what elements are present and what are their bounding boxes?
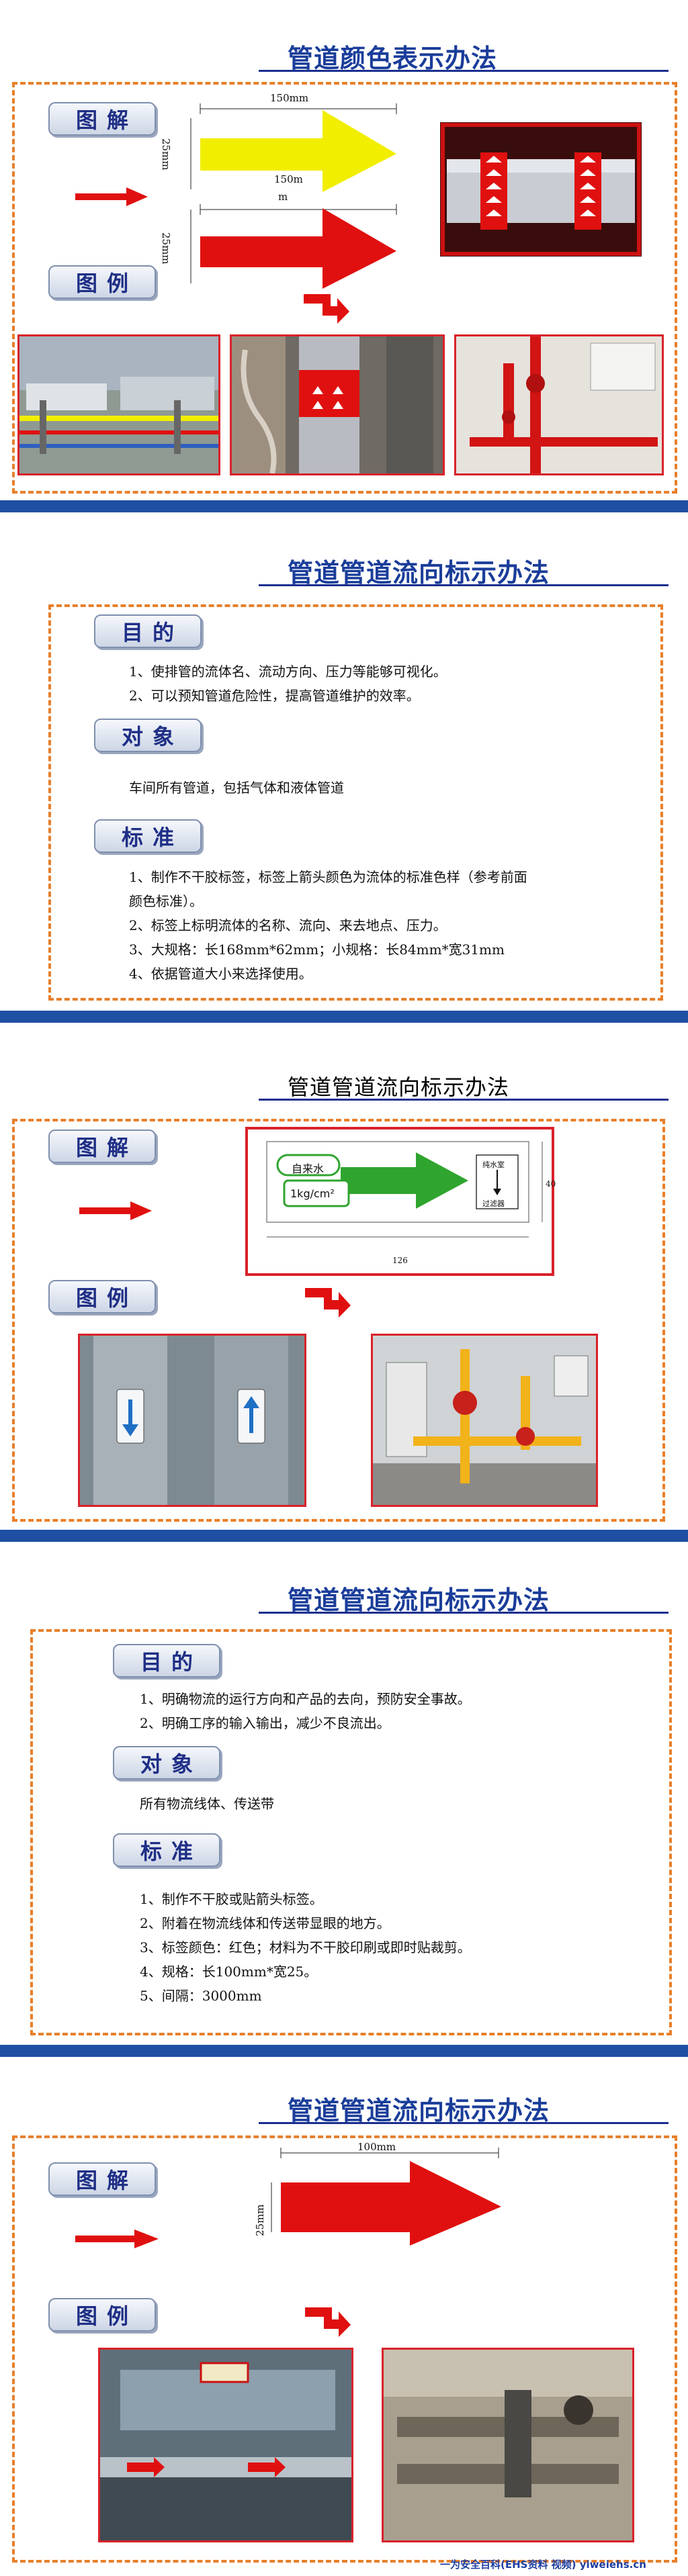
content-frame [12,2135,677,2563]
dim-width-red-sub: m [278,191,288,203]
slide-title: 管道颜色表示办法 [288,44,498,73]
standard-item: 1、制作不干胶标签，标签上箭头颜色为流体的标准色样（参考前面 [129,869,527,885]
photo-production-line [98,2348,353,2542]
badge-purpose: 目的 [113,1644,220,1677]
label-pressure: 1kg/cm² [290,1187,335,1200]
dim-height: 40 [546,1179,556,1189]
flow-label-diagram [245,1127,554,1276]
badge-example: 图例 [48,265,156,299]
photo-conveyor-scene [384,2350,632,2540]
slide-flow-diagram-1: 管道管道流向标示办法 图解 图例 自来水 1kg/cm² 纯水室 过滤器 126… [0,1027,688,1530]
badge-standard: 标准 [94,819,202,853]
slide-separator [0,1530,688,1542]
photo-valve-station [371,1334,598,1507]
standard-item: 2、标签上标明流体的名称、流向、来去地点、压力。 [129,917,447,933]
photo-fire-pipe-scene [456,336,662,473]
photo-production-line-scene [100,2350,351,2540]
dim-height-yellow: 25mm [160,138,172,171]
title-underline [259,70,669,72]
badge-example: 图例 [48,1280,156,1314]
badge-standard: 标准 [113,1833,220,1867]
title-underline [259,1612,669,1614]
standard-list: 1、制作不干胶标签，标签上箭头颜色为流体的标准色样（参考前面 颜色标准）。 2、… [129,865,527,986]
red-arrow-diagram [190,204,397,289]
purpose-item: 2、可以预知管道危险性，提高管道维护的效率。 [129,688,420,704]
standard-item: 颜色标准）。 [129,893,203,909]
badge-diagram: 图解 [48,2162,156,2196]
photo-pipe-sticker [230,334,445,475]
photo-outdoor-pipes [17,334,220,475]
purpose-item: 2、明确工序的输入输出，减少不良流出。 [140,1715,390,1731]
slide-separator [0,500,688,512]
bend-arrow-icon [305,2307,351,2337]
standard-item: 4、依据管道大小来选择使用。 [129,966,312,982]
badge-purpose: 目的 [94,614,202,648]
badge-object: 对象 [113,1746,220,1780]
bend-arrow-icon [305,1288,351,1318]
label-dest-top: 纯水室 [482,1160,505,1169]
dim-width: 100mm [357,2141,396,2153]
standard-item: 3、标签颜色：红色；材料为不干胶印刷或即时贴裁剪。 [140,1939,471,1956]
photo-valve-scene [373,1336,596,1505]
badge-diagram: 图解 [48,1130,156,1163]
content-frame [48,604,663,1001]
purpose-item: 1、明确物流的运行方向和产品的去向，预防安全事故。 [140,1691,471,1707]
photo-outdoor-scene [19,336,218,473]
slide-pipe-color: 管道颜色表示办法 图解 图例 150mm 25mm 150m m 25mm [0,0,688,507]
pipe-label-photo [440,122,642,257]
footer-watermark: 一为安全百科(EHS资料 视频) yiweiehs.cn [440,2559,646,2571]
dim-height-red: 25mm [160,232,172,265]
badge-object: 对象 [94,719,202,752]
label-fluid: 自来水 [292,1162,325,1175]
slide-flow-diagram-2: 管道管道流向标示办法 图解 图例 100mm 25mm [0,2062,688,2576]
content-frame [30,1629,672,2035]
standard-list: 1、制作不干胶或贴箭头标签。 2、附着在物流线体和传送带显眼的地方。 3、标签颜… [140,1887,471,2008]
slide-flow-purpose-1: 管道管道流向标示办法 目的 1、使排管的流体名、流动方向、压力等能够可视化。 2… [0,517,688,1011]
standard-item: 2、附着在物流线体和传送带显眼的地方。 [140,1915,390,1931]
label-dest-bottom: 过滤器 [482,1199,505,1208]
slide-flow-purpose-2: 管道管道流向标示办法 目的 1、明确物流的运行方向和产品的去向，预防安全事故。 … [0,1545,688,2038]
slide-separator [0,2045,688,2057]
purpose-item: 1、使排管的流体名、流动方向、压力等能够可视化。 [129,663,447,680]
object-text: 车间所有管道，包括气体和液体管道 [129,780,344,796]
photo-pipe-flow-labels [78,1334,306,1507]
standard-item: 4、规格：长100mm*宽25。 [140,1964,318,1980]
dim-width-yellow: 150mm [270,92,309,104]
badge-example: 图例 [48,2298,156,2332]
slide-title: 管道管道流向标示办法 [288,2096,550,2125]
content-frame [12,82,677,494]
yellow-arrow-diagram [190,103,397,192]
title-underline [259,584,669,586]
dim-width-red: 150m [274,173,303,185]
pointer-arrow-icon [75,2229,159,2248]
standard-item: 3、大规格：长168mm*62mm；小规格：长84mm*宽31mm [129,941,505,958]
photo-pipe-sticker-scene [232,336,443,473]
purpose-list: 1、使排管的流体名、流动方向、压力等能够可视化。 2、可以预知管道危险性，提高管… [129,659,447,708]
red-arrow-diagram [271,2148,501,2246]
dim-width: 126 [392,1256,408,1265]
bend-arrow-icon [304,294,349,324]
slide-title: 管道管道流向标示办法 [288,558,550,588]
photo-conveyor [382,2348,634,2542]
purpose-list: 1、明确物流的运行方向和产品的去向，预防安全事故。 2、明确工序的输入输出，减少… [140,1687,471,1735]
pointer-arrow-icon [79,1201,152,1220]
content-frame [12,1119,665,1522]
slide-separator [0,1011,688,1023]
slide-title: 管道管道流向标示办法 [288,1074,510,1100]
pointer-arrow-icon [75,187,148,206]
dim-height: 25mm [254,2204,266,2236]
standard-item: 5、间隔：3000mm [140,1988,262,2004]
title-underline [259,1099,669,1101]
slide-title: 管道管道流向标示办法 [288,1585,550,1615]
photo-fire-pipe [454,334,664,475]
title-underline [259,2122,669,2124]
standard-item: 1、制作不干胶或贴箭头标签。 [140,1891,323,1907]
object-text: 所有物流线体、传送带 [140,1796,274,1812]
badge-diagram: 图解 [48,102,156,136]
photo-pipe-flow-scene [80,1336,304,1505]
